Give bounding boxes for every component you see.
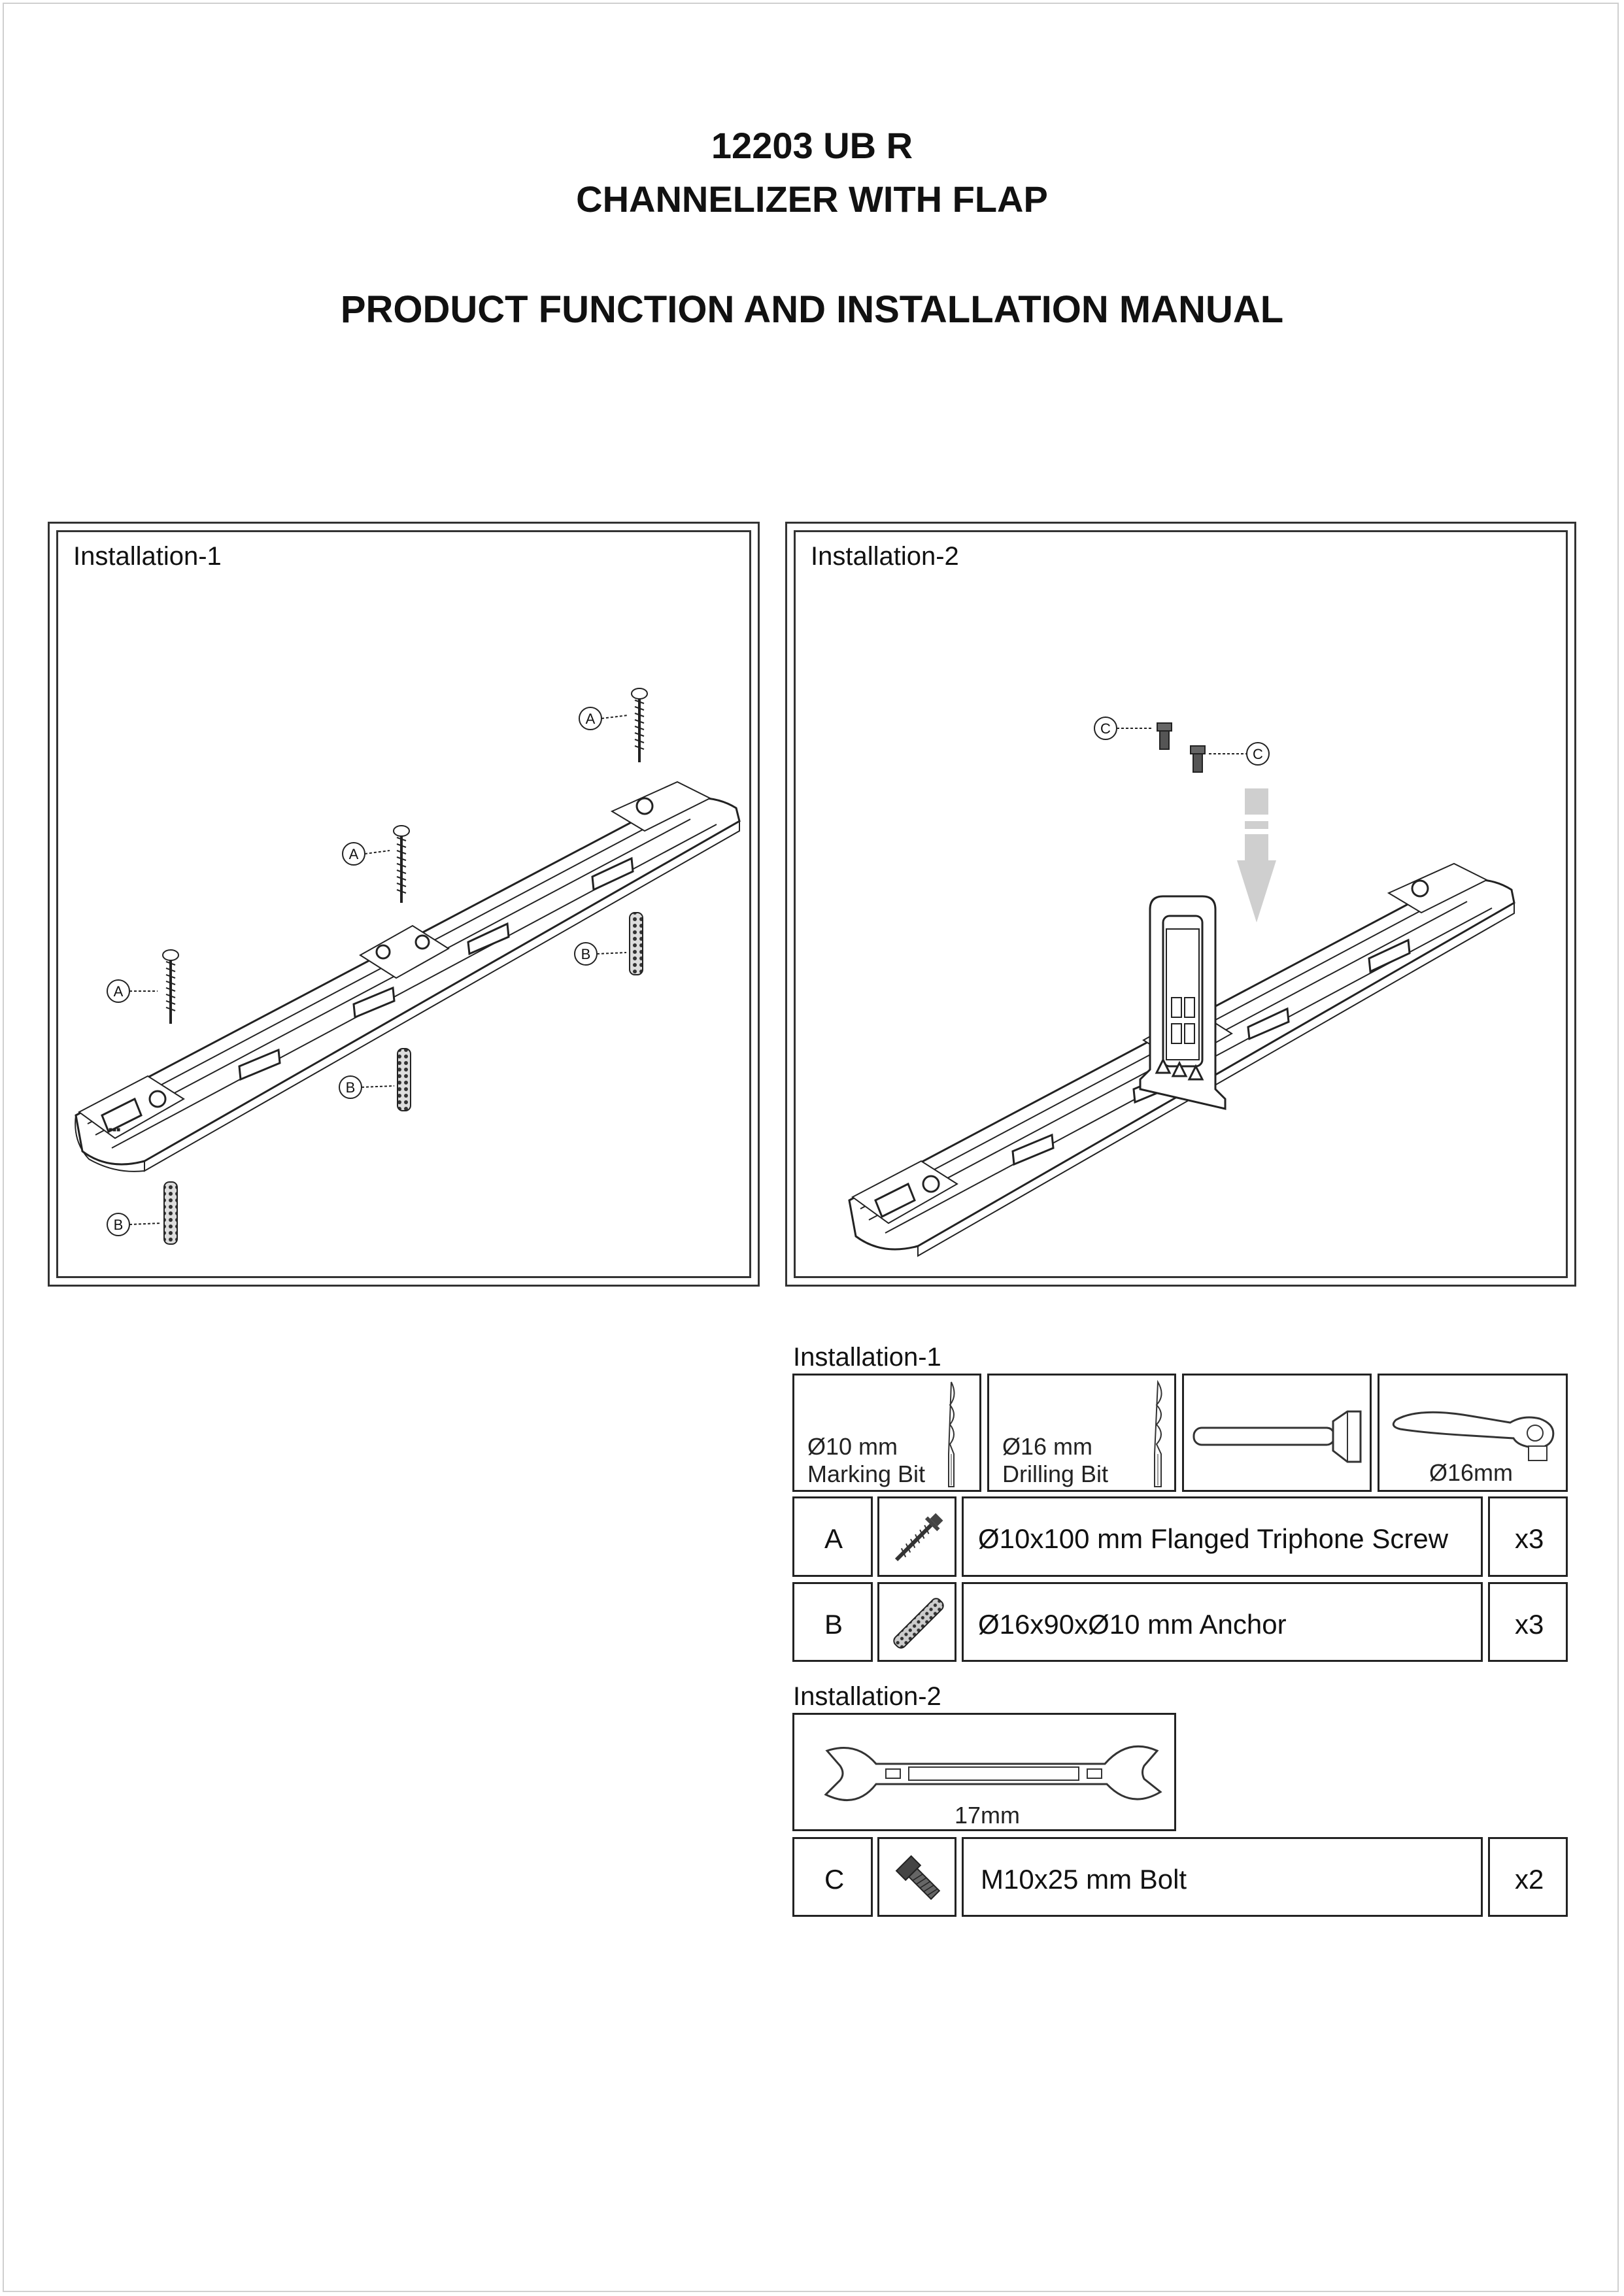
open-end-wrench-icon (824, 1745, 1162, 1801)
svg-text:■■■: ■■■ (109, 1126, 120, 1134)
part-c-qty-cell: x2 (1488, 1837, 1568, 1917)
product-name: CHANNELIZER WITH FLAP (576, 178, 1048, 220)
model-number: 12203 UB R (711, 125, 913, 166)
part-code: A (824, 1523, 843, 1554)
part-c-code-cell: C (792, 1837, 873, 1917)
callout-c-2: C (1253, 746, 1263, 762)
parts-installation-2-title: Installation-2 (793, 1682, 941, 1711)
callout-a-3: A (586, 711, 596, 727)
tool-name-label: Marking Bit (807, 1460, 926, 1487)
installation-1-panel: Installation-1 (48, 522, 760, 1287)
flap-post-drawing (1139, 895, 1226, 1110)
manual-title: PRODUCT FUNCTION AND INSTALLATION MANUAL (340, 288, 1284, 331)
tool-size-label: Ø16 mm (1002, 1433, 1093, 1460)
bolt-icon (895, 1855, 941, 1900)
callout-b-3: B (581, 946, 591, 962)
tool-box-open-end-wrench: 17mm (792, 1713, 1176, 1831)
screw-a-3 (579, 688, 648, 762)
callout-c-1: C (1100, 720, 1111, 737)
part-a-icon-cell (877, 1496, 956, 1577)
part-description: Ø16x90xØ10 mm Anchor (978, 1609, 1287, 1640)
part-quantity: x3 (1515, 1609, 1544, 1640)
tool-box-marking-bit: Ø10 mm Marking Bit (792, 1374, 981, 1492)
page-border (3, 3, 1619, 2292)
parts-installation-1-title: Installation-1 (793, 1343, 941, 1372)
part-quantity: x2 (1515, 1864, 1544, 1895)
screw-icon (894, 1513, 943, 1562)
installation-1-title: Installation-1 (73, 542, 222, 571)
part-description: M10x25 mm Bolt (981, 1864, 1187, 1895)
callout-b-1: B (114, 1217, 124, 1233)
part-a-qty-cell: x3 (1488, 1496, 1568, 1577)
part-code: B (824, 1609, 843, 1640)
drill-bit-icon (1154, 1379, 1162, 1487)
part-c-description-cell: M10x25 mm Bolt (962, 1837, 1483, 1917)
part-a-description-cell: Ø10x100 mm Flanged Triphone Screw (962, 1496, 1483, 1577)
installation-1-drawing: ■■■ (75, 688, 741, 1245)
part-description: Ø10x100 mm Flanged Triphone Screw (978, 1523, 1449, 1554)
part-b-icon-cell (877, 1582, 956, 1662)
anchor-b-3 (574, 912, 643, 975)
ratchet-wrench-icon (1392, 1411, 1555, 1461)
ratchet-size-label: Ø16mm (1429, 1459, 1514, 1486)
channelizer-base-drawing: ■■■ (75, 781, 741, 1172)
tool-name-label: Drilling Bit (1002, 1460, 1109, 1487)
anchor-icon (893, 1598, 944, 1649)
anchor-b-2 (339, 1048, 411, 1111)
installation-2-title: Installation-2 (811, 542, 959, 571)
tool-box-drilling-bit: Ø16 mm Drilling Bit (987, 1374, 1176, 1492)
installation-2-panel: Installation-2 (785, 522, 1576, 1287)
insert-arrow (1237, 788, 1276, 922)
part-quantity: x3 (1515, 1523, 1544, 1554)
callout-b-2: B (346, 1079, 356, 1096)
hammer-icon (1193, 1410, 1362, 1463)
bolt-c-2 (1190, 742, 1270, 773)
part-c-icon-cell (877, 1837, 956, 1917)
drill-bit-icon (948, 1381, 955, 1487)
bolt-c-1 (1094, 717, 1172, 750)
part-b-code-cell: B (792, 1582, 873, 1662)
screw-a-1 (107, 949, 179, 1024)
tool-box-hammer (1182, 1374, 1372, 1492)
part-b-description-cell: Ø16x90xØ10 mm Anchor (962, 1582, 1483, 1662)
installation-2-drawing: C C (848, 717, 1515, 1257)
callout-a-2: A (349, 846, 359, 862)
panel-inner-frame (56, 530, 751, 1278)
anchor-b-1 (107, 1181, 178, 1245)
tool-box-ratchet: Ø16mm (1378, 1374, 1568, 1492)
tool-size-label: Ø10 mm (807, 1433, 898, 1460)
part-a-code-cell: A (792, 1496, 873, 1577)
part-code: C (824, 1864, 845, 1895)
callout-a-1: A (114, 983, 124, 1000)
panel-inner-frame (794, 530, 1568, 1278)
part-b-qty-cell: x3 (1488, 1582, 1568, 1662)
wrench-size-label: 17mm (955, 1802, 1021, 1829)
screw-a-2 (342, 825, 410, 903)
